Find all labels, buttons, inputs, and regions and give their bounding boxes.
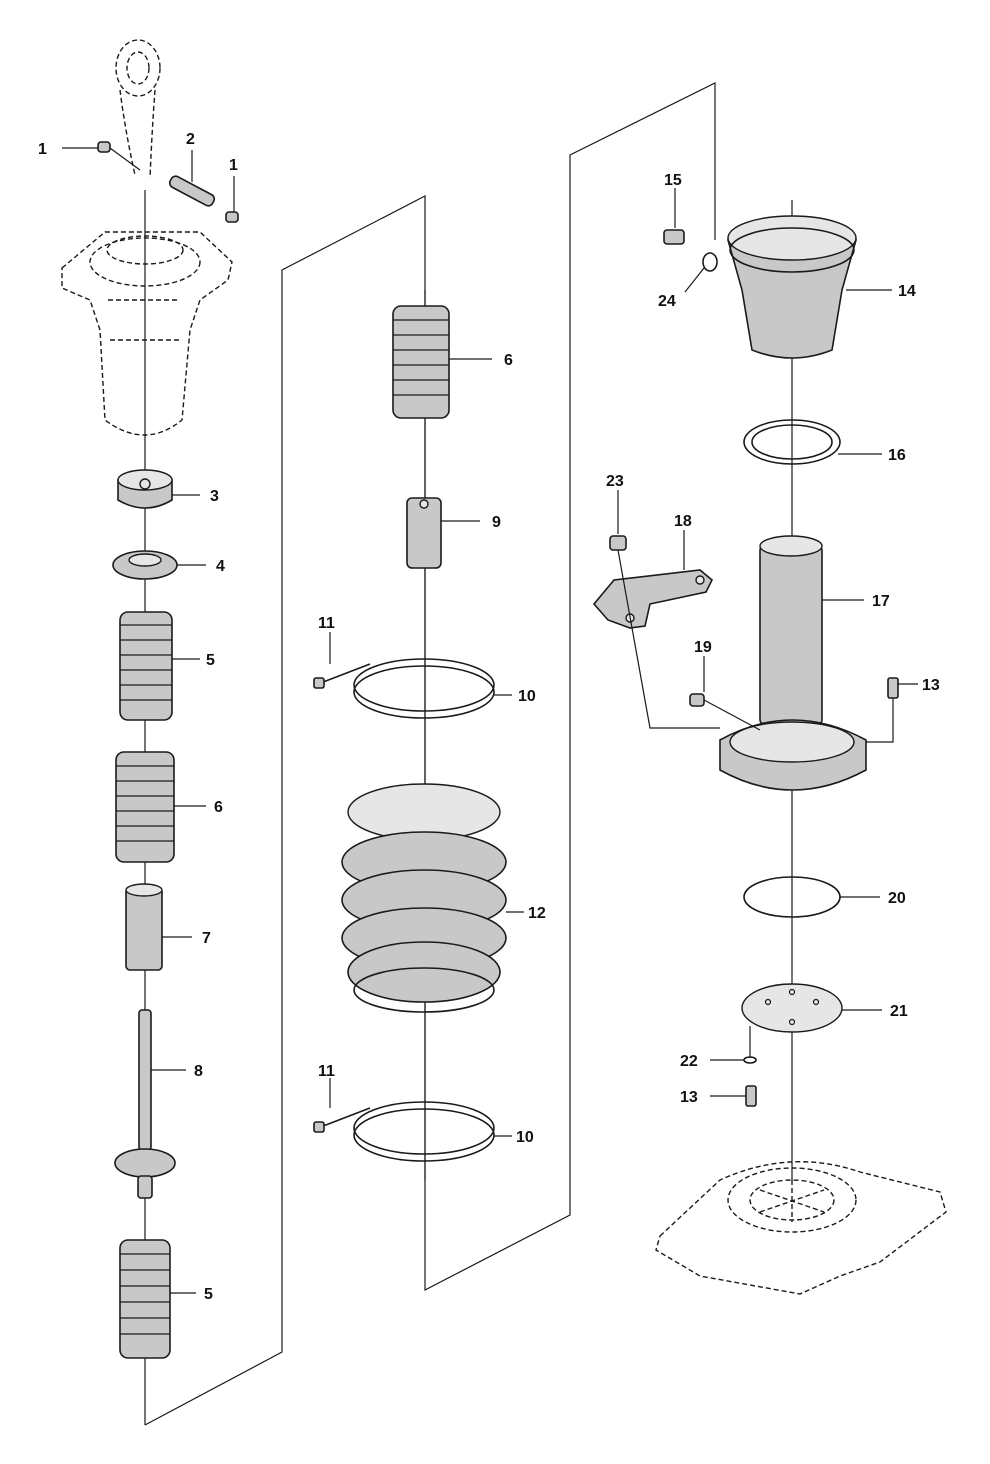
shaft-part-8	[114, 1009, 176, 1199]
callout-1-left: 1	[38, 141, 47, 158]
shaft-part-2	[168, 175, 216, 207]
screw-part-13-lower	[745, 1085, 757, 1107]
nut-part-23	[609, 535, 627, 551]
callout-7: 7	[202, 930, 211, 947]
screw-part-11-lower	[313, 1107, 371, 1133]
spring-part-5-upper	[119, 611, 173, 721]
spring-part-5-lower	[119, 1239, 171, 1359]
callout-12: 12	[528, 905, 546, 922]
callout-10-upper: 10	[518, 688, 536, 705]
callout-20: 20	[888, 890, 906, 907]
spring-part-6-left	[115, 751, 175, 863]
phantom-hook	[115, 39, 161, 179]
pin-part-1-left	[97, 141, 111, 153]
adapter-part-3	[117, 469, 173, 509]
callout-4: 4	[216, 558, 225, 575]
callout-18: 18	[674, 513, 692, 530]
screw-part-13-upper	[866, 677, 899, 743]
callout-13-upper: 13	[922, 677, 940, 694]
ring-part-24	[702, 252, 718, 272]
clamp-part-10-upper	[353, 658, 495, 719]
callout-24: 24	[658, 293, 676, 310]
callout-1-right: 1	[229, 157, 238, 174]
callout-2: 2	[186, 131, 195, 148]
callout-3: 3	[210, 488, 219, 505]
callout-10-lower: 10	[516, 1129, 534, 1146]
screw-part-19	[689, 693, 705, 707]
callout-8: 8	[194, 1063, 203, 1080]
callout-13-lower: 13	[680, 1089, 698, 1106]
callout-21: 21	[890, 1003, 908, 1020]
gasket-part-16	[743, 419, 841, 465]
bracket-part-18	[592, 569, 713, 629]
column-3-assembly	[592, 200, 947, 1295]
plate-part-21	[741, 983, 843, 1033]
washer-part-4	[112, 550, 178, 580]
callout-22: 22	[680, 1053, 698, 1070]
callout-16: 16	[888, 447, 906, 464]
clamp-part-10-lower	[353, 1101, 495, 1162]
callout-23: 23	[606, 473, 624, 490]
base-flange	[719, 719, 867, 791]
phantom-housing	[61, 231, 233, 436]
callout-17: 17	[872, 593, 890, 610]
pin-part-1-right	[225, 211, 239, 223]
callout-5-upper: 5	[206, 652, 215, 669]
callout-6-middle: 6	[504, 352, 513, 369]
bellows-part-12	[341, 783, 507, 1013]
plug-part-15	[663, 229, 685, 245]
callout-5-lower: 5	[204, 1286, 213, 1303]
callout-15: 15	[664, 172, 682, 189]
callout-14: 14	[898, 283, 916, 300]
screw-part-11-upper	[313, 663, 371, 689]
tube-part-7	[125, 883, 163, 971]
panel-left-outline	[144, 82, 716, 1426]
phantom-base-plate	[655, 1161, 947, 1295]
spring-part-6-middle	[392, 305, 450, 419]
cup-part-14	[726, 215, 858, 359]
callout-11-upper: 11	[318, 615, 335, 632]
callout-9: 9	[492, 514, 501, 531]
callout-6-left: 6	[214, 799, 223, 816]
bushing-part-9	[406, 497, 442, 569]
guide-tube-part-17	[759, 535, 823, 725]
callout-11-lower: 11	[318, 1063, 335, 1080]
column-2-assembly	[313, 290, 507, 1180]
callout-labels: 1 1 2 3 4 5 6 7 8 5 6 9 11 10 12 11 10 1…	[38, 131, 940, 1303]
callout-leaders	[62, 147, 918, 1294]
callout-19: 19	[694, 639, 712, 656]
column-1-assembly	[61, 39, 239, 1425]
